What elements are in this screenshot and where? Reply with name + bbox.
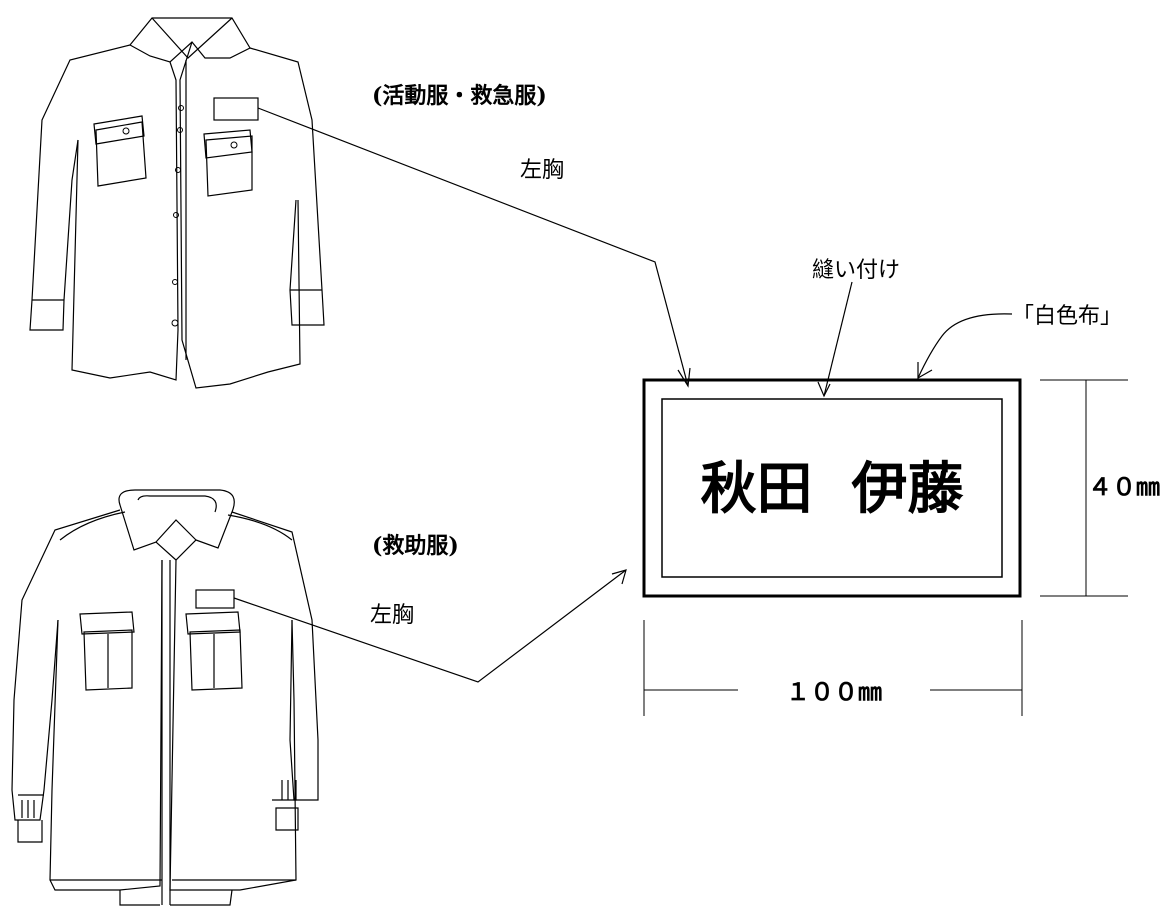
upper-tag-position-marker bbox=[213, 97, 259, 121]
width-dimension-label: １００㎜ bbox=[786, 677, 882, 706]
height-dimension-label: ４０㎜ bbox=[1088, 472, 1160, 501]
name-tag-text: 秋田 伊藤 bbox=[701, 456, 965, 522]
lower-position-label: 左胸 bbox=[370, 603, 414, 628]
sewing-label: 縫い付け bbox=[812, 258, 900, 283]
lower-tag-position-marker bbox=[195, 589, 235, 609]
lower-garment-label: (救助服) bbox=[372, 533, 459, 559]
upper-garment-label: (活動服・救急服) bbox=[372, 83, 547, 109]
name-tag-stitch-line bbox=[661, 398, 1003, 578]
upper-shirt-illustration bbox=[29, 17, 325, 389]
name-tag-outer-border bbox=[642, 378, 1022, 598]
name-tag-diagram: 秋田 伊藤 bbox=[642, 378, 1022, 598]
upper-position-label: 左胸 bbox=[520, 158, 564, 183]
leader-lines bbox=[233, 107, 1013, 683]
fabric-label: 「白色布」 bbox=[1012, 304, 1122, 329]
dimension-lines bbox=[643, 379, 1128, 716]
lower-shirt-illustration bbox=[11, 489, 319, 906]
